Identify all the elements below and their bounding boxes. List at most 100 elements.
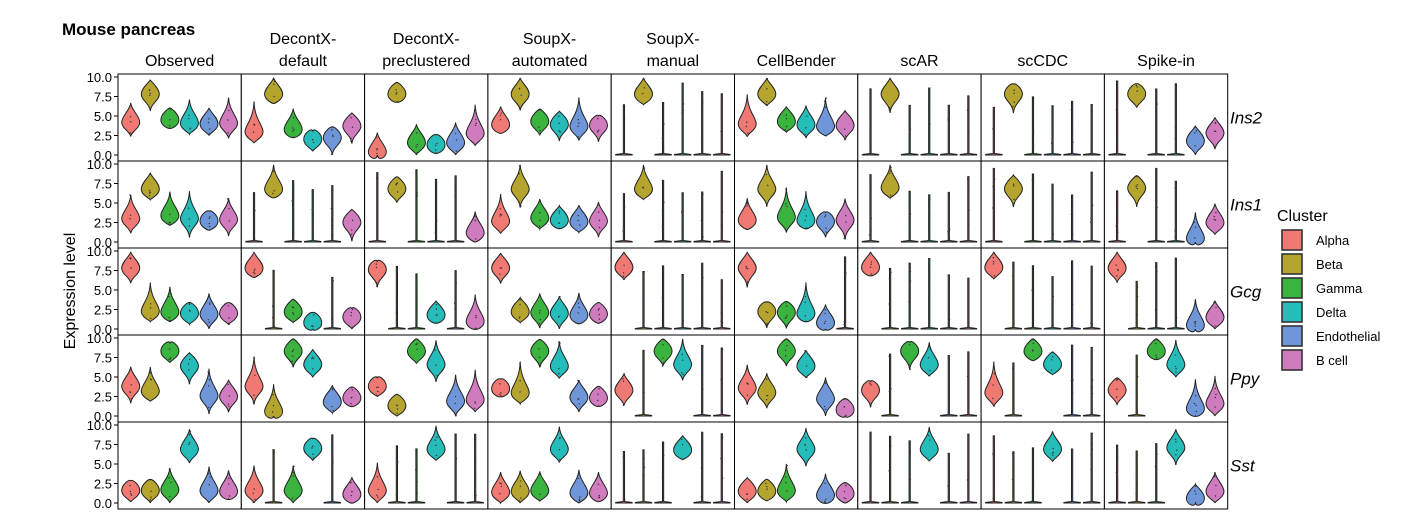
jitter-point bbox=[376, 494, 378, 496]
jitter-point bbox=[558, 222, 560, 224]
violin-endothelial bbox=[1185, 379, 1205, 417]
jitter-point bbox=[558, 122, 560, 124]
jitter-point bbox=[207, 385, 210, 387]
violin-alpha bbox=[491, 472, 511, 505]
jitter-point bbox=[539, 219, 541, 222]
jitter-point bbox=[520, 94, 522, 96]
jitter-point bbox=[720, 447, 723, 450]
y-tick-label: 2.5 bbox=[94, 303, 112, 318]
jitter-point bbox=[823, 100, 826, 102]
violin-beta bbox=[757, 373, 777, 409]
jitter-point bbox=[578, 496, 581, 498]
legend-swatch-delta bbox=[1281, 301, 1303, 323]
jitter-point bbox=[149, 498, 152, 501]
jitter-point bbox=[598, 388, 600, 390]
jitter-point bbox=[1091, 295, 1093, 297]
jitter-point bbox=[598, 496, 600, 499]
jitter-point bbox=[993, 130, 995, 133]
jitter-point bbox=[453, 302, 456, 304]
jitter-point bbox=[927, 356, 930, 359]
jitter-point bbox=[1051, 317, 1054, 320]
violin-endothelial bbox=[693, 91, 711, 156]
jitter-point bbox=[1214, 219, 1217, 221]
panel-ppy-decontx-default bbox=[240, 334, 366, 423]
jitter-point bbox=[311, 138, 314, 141]
panel-ins2-sccdc bbox=[980, 73, 1105, 162]
jitter-point bbox=[1175, 302, 1178, 304]
jitter-point bbox=[1013, 101, 1015, 103]
jitter-point bbox=[661, 225, 664, 228]
panel-frame bbox=[364, 73, 489, 162]
jitter-point bbox=[1194, 485, 1197, 487]
jitter-point bbox=[170, 108, 172, 110]
jitter-point bbox=[908, 113, 911, 116]
violin-delta bbox=[549, 341, 569, 379]
violin-b-cell bbox=[713, 433, 731, 504]
jitter-point bbox=[435, 314, 438, 316]
jitter-point bbox=[597, 393, 599, 395]
jitter-point bbox=[1011, 452, 1014, 455]
violin-gamma bbox=[900, 440, 919, 504]
violin-alpha bbox=[615, 193, 633, 243]
jitter-point bbox=[786, 464, 788, 467]
jitter-point bbox=[168, 316, 171, 319]
panel-sst-decontx-default bbox=[240, 421, 366, 510]
panel-ppy-cellbender bbox=[734, 334, 859, 423]
jitter-point bbox=[948, 318, 951, 321]
jitter-point bbox=[1052, 447, 1054, 450]
jitter-point bbox=[1135, 473, 1137, 475]
jitter-point bbox=[722, 436, 724, 439]
jitter-point bbox=[597, 405, 600, 407]
jitter-point bbox=[227, 471, 229, 473]
violin-delta bbox=[427, 178, 445, 243]
panel-frame bbox=[117, 247, 242, 336]
jitter-point bbox=[375, 266, 378, 269]
violin-delta bbox=[1166, 339, 1186, 378]
jitter-point bbox=[869, 153, 871, 155]
jitter-point bbox=[681, 103, 683, 105]
jitter-point bbox=[130, 133, 133, 135]
jitter-point bbox=[745, 125, 748, 128]
violin-endothelial bbox=[199, 210, 219, 231]
violin-b-cell bbox=[342, 208, 362, 242]
jitter-point bbox=[292, 127, 294, 129]
jitter-point bbox=[1031, 289, 1033, 291]
violin-alpha bbox=[737, 251, 757, 288]
gene-label-sst: Sst bbox=[1230, 457, 1256, 476]
jitter-point bbox=[843, 490, 846, 493]
jitter-point bbox=[870, 402, 872, 405]
jitter-point bbox=[1135, 185, 1137, 188]
jitter-point bbox=[273, 78, 276, 81]
jitter-point bbox=[1032, 350, 1034, 352]
jitter-point bbox=[1195, 217, 1197, 220]
jitter-point bbox=[518, 173, 520, 175]
jitter-point bbox=[1032, 296, 1035, 299]
jitter-point bbox=[500, 214, 503, 216]
jitter-point bbox=[292, 349, 295, 351]
jitter-point bbox=[454, 440, 456, 442]
jitter-point bbox=[149, 307, 152, 309]
jitter-point bbox=[702, 236, 704, 238]
jitter-point bbox=[293, 465, 295, 468]
jitter-point bbox=[350, 233, 352, 236]
jitter-point bbox=[992, 384, 994, 386]
jitter-point bbox=[992, 207, 994, 209]
panel-gcg-cellbender bbox=[734, 247, 859, 336]
violin-beta bbox=[264, 77, 284, 105]
jitter-point bbox=[1195, 410, 1197, 413]
gene-label-ppy: Ppy bbox=[1230, 370, 1261, 389]
jitter-point bbox=[1193, 321, 1196, 324]
jitter-point bbox=[1194, 325, 1196, 327]
jitter-point bbox=[929, 439, 931, 441]
violin-gamma bbox=[1024, 96, 1042, 156]
violin-delta bbox=[673, 192, 692, 243]
jitter-point bbox=[1214, 301, 1216, 304]
jitter-point bbox=[824, 408, 827, 410]
jitter-point bbox=[805, 350, 808, 353]
jitter-point bbox=[148, 194, 151, 197]
y-tick-label: 10.0 bbox=[87, 244, 112, 259]
jitter-point bbox=[909, 451, 911, 453]
jitter-point bbox=[499, 208, 501, 210]
panel-ppy-soupx-automated bbox=[487, 334, 612, 423]
jitter-point bbox=[1051, 132, 1053, 134]
